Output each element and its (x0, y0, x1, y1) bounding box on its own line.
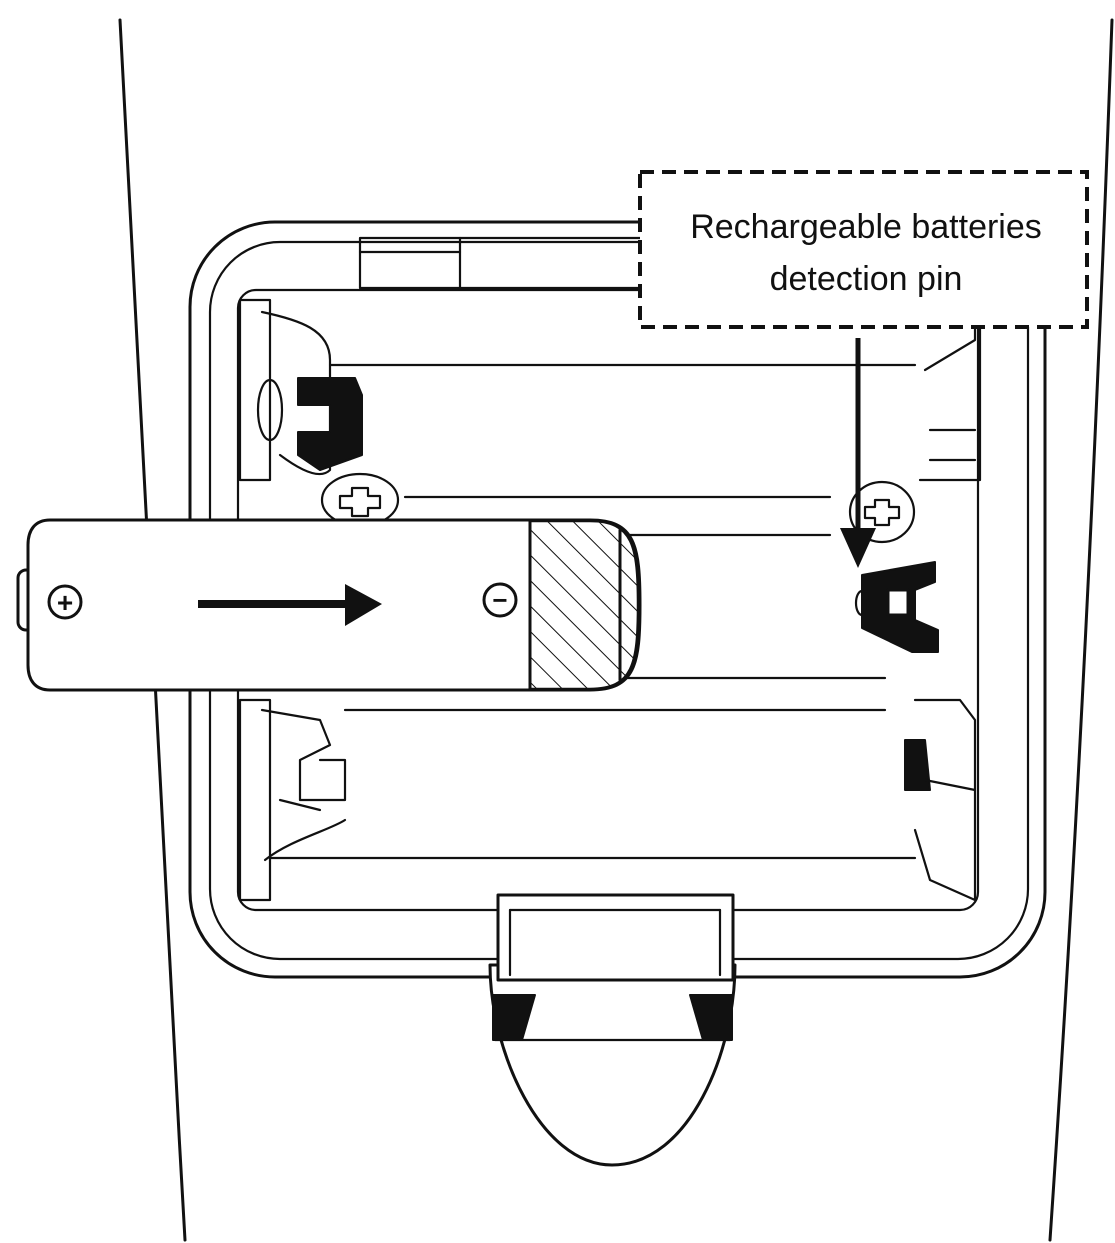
detection-pin-contact[interactable] (854, 561, 939, 653)
negative-terminal-symbol: − (482, 582, 518, 618)
svg-text:−: − (492, 585, 507, 615)
left-contact-top (238, 298, 363, 482)
screw-right (848, 480, 916, 544)
callout-box: Rechargeable batteries detection pin (638, 170, 1089, 329)
left-contact-bottom (238, 698, 347, 902)
positive-terminal-symbol: + (47, 584, 83, 620)
insertion-direction-arrow (198, 584, 382, 626)
compartment-latch[interactable] (488, 893, 737, 1167)
callout-pointer-arrow (840, 338, 876, 568)
callout-line-1: Rechargeable batteries (690, 208, 1042, 246)
screw-left (320, 472, 400, 528)
battery-slot-lines (268, 363, 917, 860)
svg-text:+: + (57, 587, 73, 618)
right-contact-bottom (904, 698, 977, 902)
callout-line-2: detection pin (770, 260, 963, 298)
